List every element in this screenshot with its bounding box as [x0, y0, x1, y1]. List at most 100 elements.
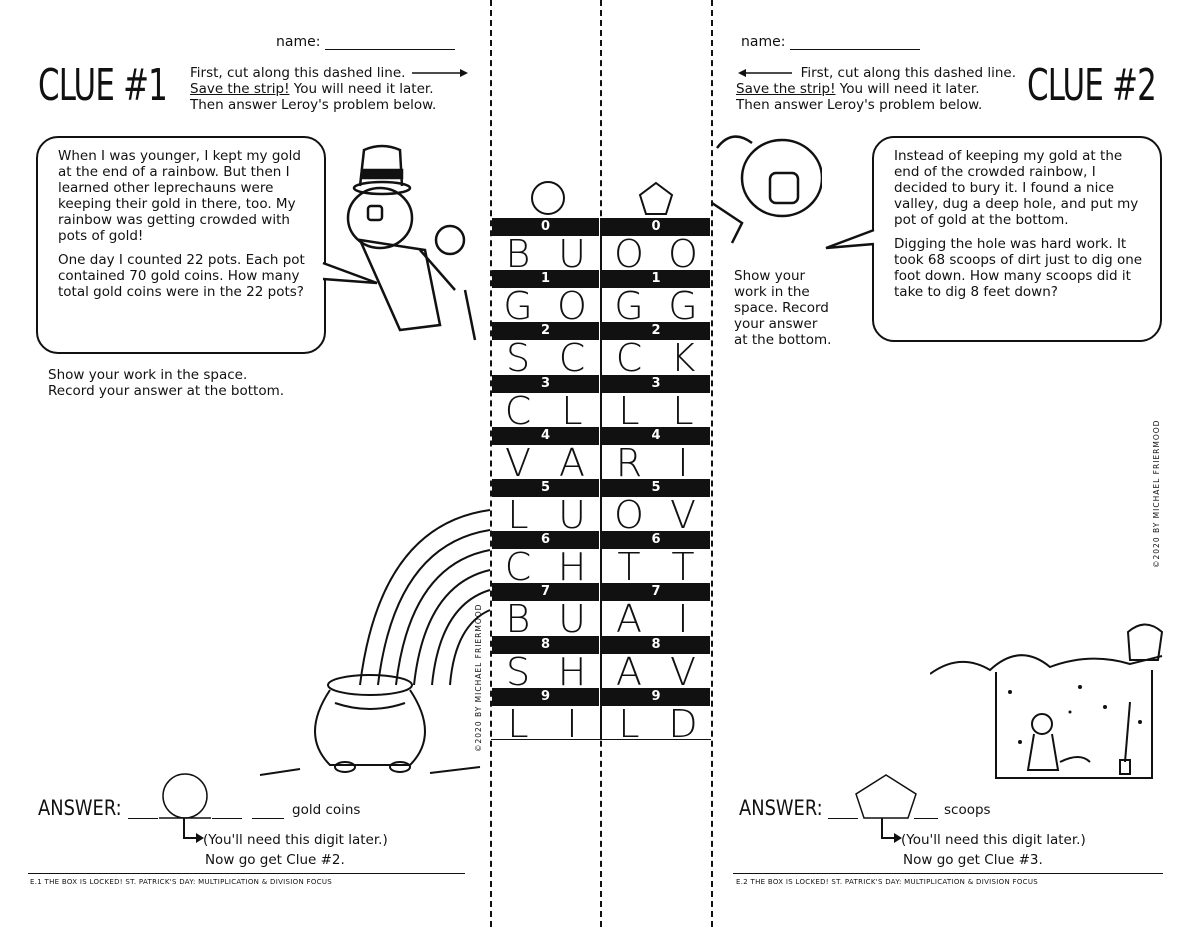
- show-work-line: at the bottom.: [734, 332, 832, 348]
- strip-letter: O: [614, 493, 644, 537]
- strip-digit-5: 5: [602, 479, 710, 497]
- clue-title-2: CLUE #2: [1027, 60, 1157, 111]
- instructions-right: First, cut along this dashed line. Save …: [716, 65, 1016, 113]
- strip-letter: O: [614, 232, 644, 276]
- instruction-line-3: Then answer Leroy's problem below.: [736, 97, 983, 113]
- strip-letter: A: [616, 597, 642, 642]
- strip-digit-8: 8: [492, 635, 599, 654]
- strip-letter: K: [670, 336, 696, 381]
- speech-bubble-right: Instead of keeping my gold at the end of…: [872, 136, 1162, 342]
- strip-digit-7: 7: [602, 583, 710, 602]
- save-strip-text: Save the strip!: [736, 81, 836, 97]
- arrow-elbow-icon: [881, 818, 902, 843]
- save-strip-text: Save the strip!: [190, 81, 290, 97]
- instruction-line-2: You will need it later.: [835, 81, 980, 97]
- strip-letter: S: [505, 649, 531, 694]
- answer-label-left: ANSWER:: [38, 796, 122, 820]
- strip-letter: U: [558, 493, 586, 537]
- strip-digit-5: 5: [492, 479, 599, 497]
- footer-left: E.1 THE BOX IS LOCKED! ST. PATRICK'S DAY…: [30, 878, 332, 886]
- strip-letter: T: [617, 545, 641, 590]
- strip-letter: A: [559, 440, 585, 485]
- strip-bottom-rule: [491, 739, 711, 740]
- strip-letter: B: [505, 232, 531, 276]
- strip-letter: B: [505, 597, 531, 642]
- name-blank[interactable]: [789, 37, 920, 50]
- bubble-paragraph-2: One day I counted 22 pots. Each pot cont…: [58, 252, 305, 300]
- strip-letter: H: [557, 649, 587, 694]
- strip-letter: H: [557, 545, 587, 590]
- strip-digit-8: 8: [602, 635, 710, 654]
- strip-letter: L: [507, 701, 529, 746]
- strip-letter: O: [557, 284, 587, 329]
- strip-letter: S: [505, 336, 531, 381]
- name-blank[interactable]: [324, 37, 455, 50]
- pentagon-icon: [638, 181, 674, 215]
- clue-title-1: CLUE #1: [38, 60, 168, 111]
- footer-right: E.2 THE BOX IS LOCKED! ST. PATRICK'S DAY…: [736, 878, 1038, 886]
- strip-letter: I: [677, 440, 689, 485]
- strip-letter: L: [672, 388, 694, 433]
- bubble-paragraph-2: Digging the hole was hard work. It took …: [894, 236, 1143, 300]
- strip-letter: O: [668, 232, 698, 276]
- strip-digit-0: 0: [492, 218, 599, 236]
- strip-digit-4: 4: [602, 426, 710, 445]
- dig-hole-illustration: [930, 623, 1164, 779]
- arrow-right-icon: [411, 69, 468, 77]
- strip-letter: I: [677, 597, 689, 642]
- strip-digit-4: 4: [492, 426, 599, 445]
- answer-blank-3[interactable]: [252, 818, 284, 819]
- name-field-left[interactable]: name:: [276, 34, 455, 50]
- strip-letter: A: [616, 649, 642, 694]
- answer-blank-2[interactable]: [212, 818, 242, 819]
- strip-letter: L: [618, 388, 640, 433]
- rainbow-pot-illustration: [260, 509, 491, 776]
- cut-line-left: [490, 0, 492, 927]
- circle-icon: [531, 181, 565, 215]
- strip-letter: L: [507, 493, 529, 537]
- strip-letter: I: [566, 701, 578, 746]
- next-clue-left: Now go get Clue #2.: [205, 852, 345, 868]
- show-work-left: Show your work in the space. Record your…: [48, 367, 284, 399]
- strip-letter: G: [668, 284, 698, 329]
- strip-letter: L: [561, 388, 583, 433]
- strip-letter: C: [558, 336, 586, 381]
- answer-blank-1[interactable]: [128, 818, 158, 819]
- strip-letter: U: [558, 597, 586, 642]
- strip-digit-3: 3: [602, 374, 710, 393]
- show-work-line: Show your work in the space.: [48, 367, 248, 383]
- circle-digit-box[interactable]: [157, 772, 213, 832]
- strip-letter: V: [670, 649, 696, 694]
- answer-blank-2[interactable]: [914, 818, 938, 819]
- arrow-elbow-icon: [183, 818, 204, 843]
- pentagon-digit-box[interactable]: [852, 772, 920, 828]
- arrow-left-icon: [738, 69, 793, 77]
- strip-divider: [600, 218, 602, 740]
- name-field-right[interactable]: name:: [741, 34, 920, 50]
- bubble-tail-left: [322, 261, 378, 285]
- bubble-paragraph-1: Instead of keeping my gold at the end of…: [894, 148, 1139, 228]
- instructions-left: First, cut along this dashed line. Save …: [190, 65, 480, 113]
- instruction-line-2: You will need it later.: [289, 81, 434, 97]
- strip-digit-2: 2: [602, 322, 710, 341]
- show-work-line: your answer: [734, 316, 818, 332]
- next-clue-right: Now go get Clue #3.: [903, 852, 1043, 868]
- strip-digit-7: 7: [492, 583, 599, 602]
- strip-letter: U: [558, 232, 586, 276]
- footer-rule-right: [733, 873, 1163, 874]
- leprechaun-illustration: [346, 144, 477, 341]
- strip-letter: C: [504, 545, 532, 590]
- answer-blank-1[interactable]: [828, 818, 858, 819]
- digit-note-left: (You'll need this digit later.): [203, 832, 388, 848]
- strip-digit-1: 1: [602, 270, 710, 289]
- show-work-line: space. Record: [734, 300, 829, 316]
- strip-letter: V: [670, 493, 696, 537]
- bubble-paragraph-1: When I was younger, I kept my gold at th…: [58, 148, 301, 244]
- name-label: name:: [276, 34, 321, 50]
- strip-letter: T: [671, 545, 695, 590]
- strip-letter: G: [503, 284, 533, 329]
- bubble-tail-right: [825, 228, 875, 250]
- name-label: name:: [741, 34, 786, 50]
- strip-letter: R: [615, 440, 643, 485]
- strip-digit-6: 6: [492, 531, 599, 550]
